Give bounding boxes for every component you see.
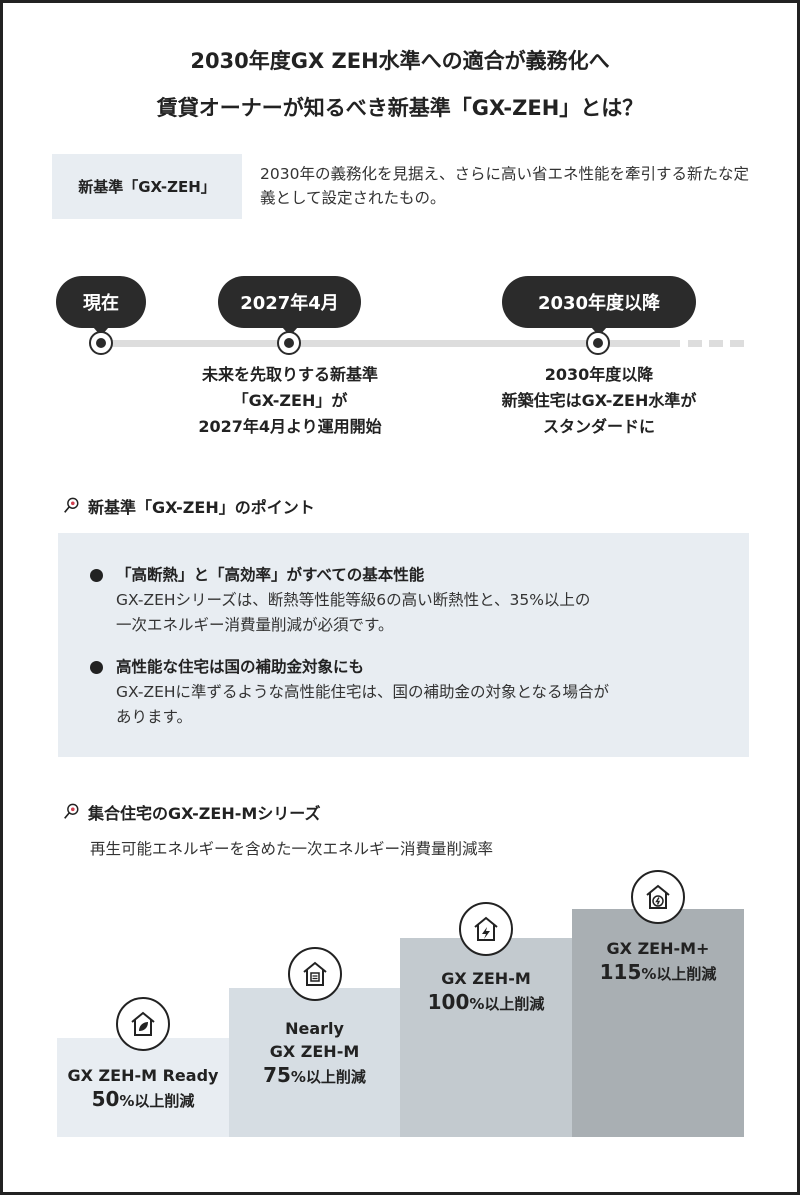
step-block	[229, 988, 400, 1137]
timeline-stage-2027: 2027年4月	[218, 276, 361, 336]
definition-text: 2030年の義務化を見据え、さらに高い省エネ性能を牽引する新たな定義として設定さ…	[260, 165, 749, 207]
house-recycle-bolt-icon	[631, 870, 685, 924]
step-reduction-unit: %以上削減	[469, 995, 545, 1013]
step-reduction-value: 50	[91, 1087, 120, 1111]
timeline-marker	[89, 331, 113, 355]
step-label: Nearly GX ZEH-M 75%以上削減	[229, 1017, 400, 1087]
points-box: 「高断熱」と「高効率」がすべての基本性能 GX-ZEHシリーズは、断熱等性能等級…	[58, 533, 749, 757]
step-block	[400, 938, 572, 1137]
step-name: GX ZEH-M Ready	[67, 1066, 219, 1085]
step-reduction-unit: %以上削減	[290, 1068, 366, 1086]
timeline-marker	[277, 331, 301, 355]
timeline-stage-2030: 2030年度以降	[502, 276, 696, 336]
series-heading: 集合住宅のGX-ZEH-Mシリーズ	[62, 800, 321, 824]
step-reduction-unit: %以上削減	[641, 965, 717, 983]
step-block	[57, 1038, 229, 1137]
step-reduction-unit: %以上削減	[119, 1092, 195, 1110]
house-leaf-icon	[116, 997, 170, 1051]
timeline-marker	[586, 331, 610, 355]
page-title-line1: 2030年度GX ZEH水準への適合が義務化へ	[190, 49, 610, 73]
point-item: 「高断熱」と「高効率」がすべての基本性能 GX-ZEHシリーズは、断熱等性能等級…	[90, 563, 590, 638]
step-name: GX ZEH-M	[269, 1042, 360, 1061]
timeline-stage-now: 現在	[56, 276, 146, 336]
step-reduction-value: 115	[599, 960, 642, 984]
step-reduction: 115%以上削減	[572, 960, 744, 984]
series-subtitle: 再生可能エネルギーを含めた一次エネルギー消費量削減率	[90, 840, 494, 858]
step-reduction: 50%以上削減	[57, 1087, 229, 1111]
timeline-dash	[709, 340, 723, 347]
step-name: Nearly	[285, 1019, 344, 1038]
timeline-caption-2027: 未来を先取りする新基準 「GX-ZEH」が 2027年4月より運用開始	[198, 365, 382, 436]
timeline-caption-2030: 2030年度以降 新築住宅はGX-ZEH水準が スタンダードに	[501, 365, 697, 436]
step-reduction: 100%以上削減	[400, 990, 572, 1014]
bullet	[90, 569, 103, 582]
bullet	[90, 661, 103, 674]
lightbulb-pen-icon	[64, 497, 79, 513]
step-label: GX ZEH-M+ 115%以上削減	[572, 937, 744, 984]
house-bolt-icon	[459, 902, 513, 956]
page-title-line2: 賃貸オーナーが知るべき新基準「GX-ZEH」とは？	[156, 96, 644, 120]
point-item: 高性能な住宅は国の補助金対象にも GX-ZEHに準ずるような高性能住宅は、国の補…	[90, 655, 609, 730]
definition-label: 新基準「GX-ZEH」	[52, 154, 242, 219]
step-block	[572, 909, 744, 1137]
step-name: GX ZEH-M+	[606, 939, 710, 958]
step-reduction-value: 75	[263, 1063, 291, 1087]
step-reduction: 75%以上削減	[229, 1063, 400, 1087]
step-label: GX ZEH-M Ready 50%以上削減	[57, 1064, 229, 1111]
lightbulb-pen-icon	[64, 803, 79, 819]
house-list-icon	[287, 947, 342, 1001]
timeline-dash	[730, 340, 744, 347]
timeline-track	[100, 340, 680, 347]
step-reduction-value: 100	[427, 990, 470, 1014]
step-name: GX ZEH-M	[441, 969, 531, 988]
step-label: GX ZEH-M 100%以上削減	[400, 967, 572, 1014]
points-heading: 新基準「GX-ZEH」のポイント	[62, 494, 315, 518]
timeline-dash	[688, 340, 702, 347]
